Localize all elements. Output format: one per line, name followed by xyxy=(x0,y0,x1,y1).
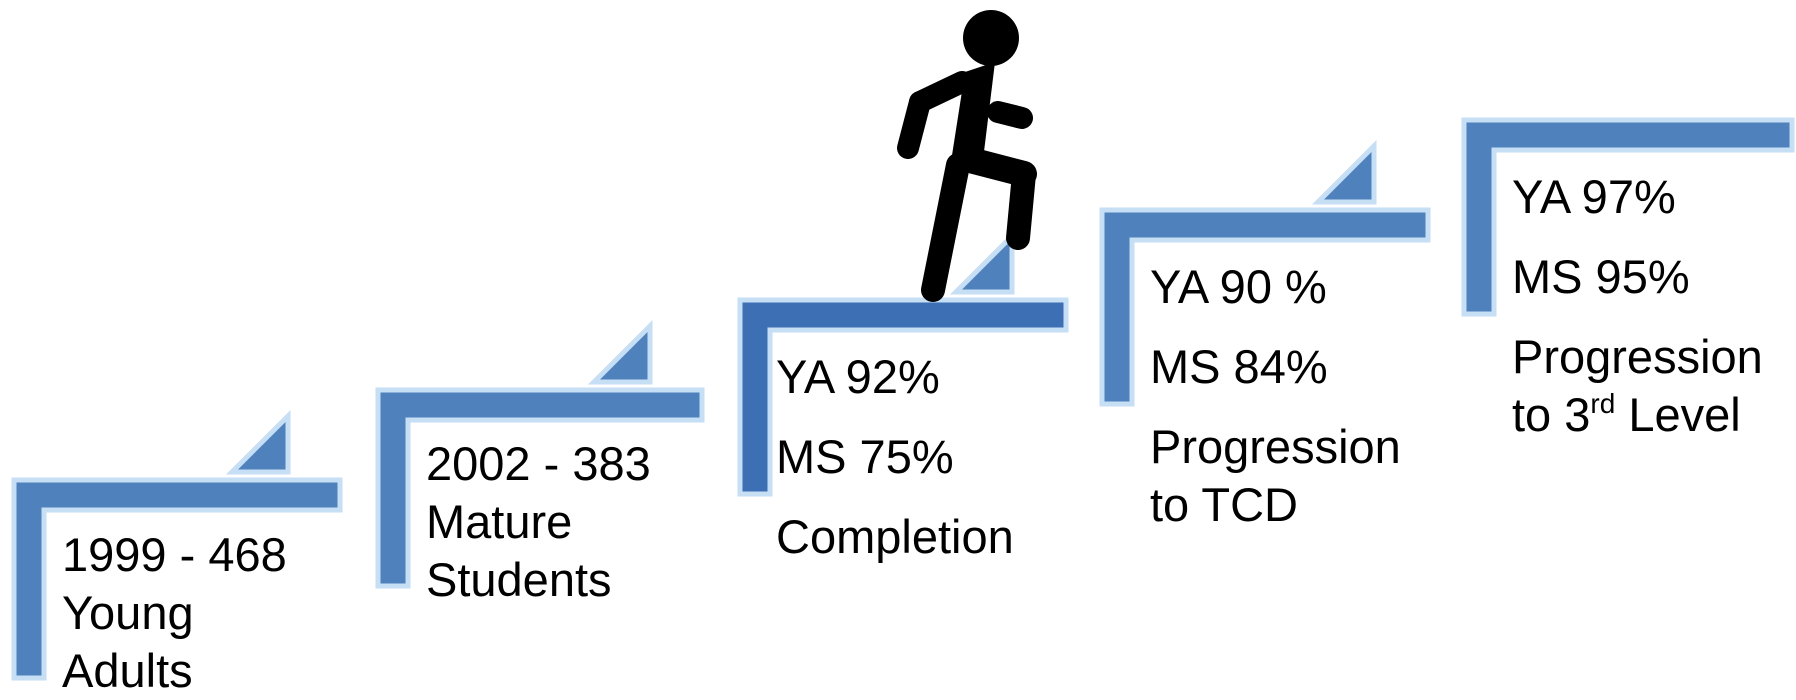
step-4-text: YA 90 % MS 84% Progression to TCD xyxy=(1150,258,1401,534)
step-1-line-3: Adults xyxy=(62,644,193,697)
step-5-shape xyxy=(1461,117,1795,317)
step-2-line-3: Students xyxy=(426,553,612,606)
step-4-shape xyxy=(1099,139,1431,407)
step-5-text: YA 97% MS 95% Progression to 3rd Level xyxy=(1512,168,1763,444)
step-2-bar xyxy=(375,387,705,589)
step-5-bar xyxy=(1461,117,1795,317)
step-2-text: 2002 - 383 Mature Students xyxy=(426,435,651,609)
person-front-shin xyxy=(1006,162,1036,250)
step-5-label-prefix: to 3 xyxy=(1512,388,1591,441)
step-5-label-suffix: Level xyxy=(1615,388,1741,441)
person-torso xyxy=(950,62,995,168)
step-2-shape xyxy=(375,319,705,589)
step-5-label-line-1: Progression xyxy=(1512,330,1763,383)
step-2-line-1: 2002 - 383 xyxy=(426,437,651,490)
step-3-ya: YA 92% xyxy=(776,350,940,403)
step-1-shape xyxy=(11,409,343,681)
person-back-forearm xyxy=(897,91,931,159)
person-climbing-stairs-icon xyxy=(897,10,1037,302)
step-2-line-2: Mature xyxy=(426,495,573,548)
step-4-label-line-2: to TCD xyxy=(1150,478,1298,531)
step-4-ms: MS 84% xyxy=(1150,340,1328,393)
step-1-line-2: Young xyxy=(62,586,194,639)
person-head xyxy=(963,10,1019,66)
step-1-bar xyxy=(11,477,343,681)
step-3-ms: MS 75% xyxy=(776,430,954,483)
step-1-arrow-triangle xyxy=(225,409,291,475)
step-5-label-superscript: rd xyxy=(1590,388,1616,419)
step-2-arrow-triangle xyxy=(587,319,653,385)
step-4-bar xyxy=(1099,207,1431,407)
step-1-line-1: 1999 - 468 xyxy=(62,528,287,581)
step-5-ms: MS 95% xyxy=(1512,250,1690,303)
step-4-label-line-1: Progression xyxy=(1150,420,1401,473)
step-4-arrow-triangle xyxy=(1311,139,1377,205)
person-back-leg xyxy=(921,153,970,302)
step-3-text: YA 92% MS 75% Completion xyxy=(776,348,1014,566)
step-4-ya: YA 90 % xyxy=(1150,260,1327,313)
person-front-arm xyxy=(987,101,1033,129)
step-3-arrow-triangle xyxy=(949,229,1015,295)
step-1-text: 1999 - 468 Young Adults xyxy=(62,526,287,700)
step-5-ya: YA 97% xyxy=(1512,170,1676,223)
step-3-label: Completion xyxy=(776,510,1014,563)
step-3-bar xyxy=(737,297,1069,497)
steps-layer xyxy=(11,117,1795,681)
step-5-label-line-2: to 3rd Level xyxy=(1512,386,1763,444)
step-3-shape xyxy=(737,229,1069,497)
